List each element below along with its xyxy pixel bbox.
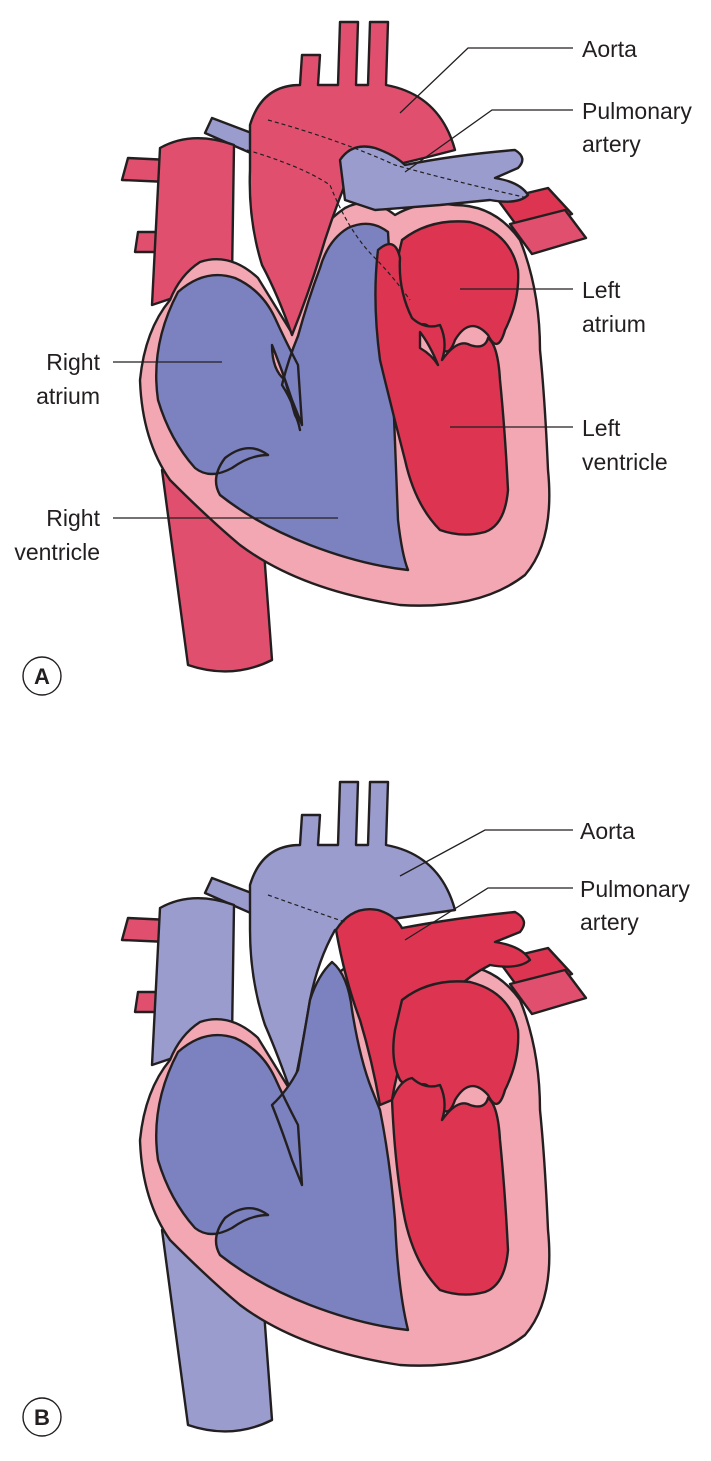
panel-b-leader-lines (399, 829, 573, 941)
panel-b-left-ventricle (390, 1076, 510, 1296)
panel-a-left-atrium-label-line1: Left (582, 277, 621, 303)
panel-a-aorta-leader (399, 47, 573, 114)
panel-a-letter: A (34, 664, 50, 689)
panel-b-aorta-leader (399, 829, 573, 877)
panel-a-pulmonary-artery (338, 145, 530, 212)
panel-a-aorta-label: Aorta (582, 36, 637, 62)
panel-b-letter-badge: B (22, 1397, 62, 1437)
panel-a-dashed-aorta-path (267, 119, 529, 199)
panel-a-left-ventricle-label-line1: Left (582, 415, 621, 441)
panel-a-right-atrium-label-line2: atrium (36, 383, 100, 409)
panel-b-letter: B (34, 1405, 50, 1430)
panel-a-pulmonary-label-line2: artery (582, 131, 641, 157)
panel-a-heart (120, 20, 588, 673)
panel-a-pulmonary-leader (404, 109, 573, 173)
panel-b-right-chambers (155, 960, 410, 1332)
panel-a-papillary-left (418, 330, 440, 367)
panel-a-left-atrium-label-line2: atrium (582, 311, 646, 337)
panel-a-right-atrium-label-line1: Right (46, 349, 100, 375)
panel-b-pulmonary-leader (404, 887, 573, 941)
panel-b-heart (120, 780, 588, 1433)
panel-b-pulmonary-label-line1: Pulmonary (580, 876, 690, 902)
panel-a-left-ventricle (374, 242, 510, 536)
panel-b-pulmonary-label-line2: artery (580, 909, 639, 935)
panel-a-leader-lines (113, 47, 573, 519)
panel-a-left-ventricle-label-line2: ventricle (582, 449, 668, 475)
panel-b-aorta-label: Aorta (580, 818, 635, 844)
panel-a-right-vein-lower (508, 208, 588, 256)
panel-a-pulmonary-label-line1: Pulmonary (582, 98, 692, 124)
panel-b-right-vein-lower (508, 968, 588, 1016)
panel-b-dashed-path (267, 894, 346, 923)
panel-a-letter-badge: A (22, 656, 62, 696)
panel-a-dashed-pulmonary-path (239, 147, 411, 301)
panel-a-right-ventricle-label-line2: ventricle (14, 539, 100, 565)
panel-a-right-ventricle-label-line1: Right (46, 505, 100, 531)
